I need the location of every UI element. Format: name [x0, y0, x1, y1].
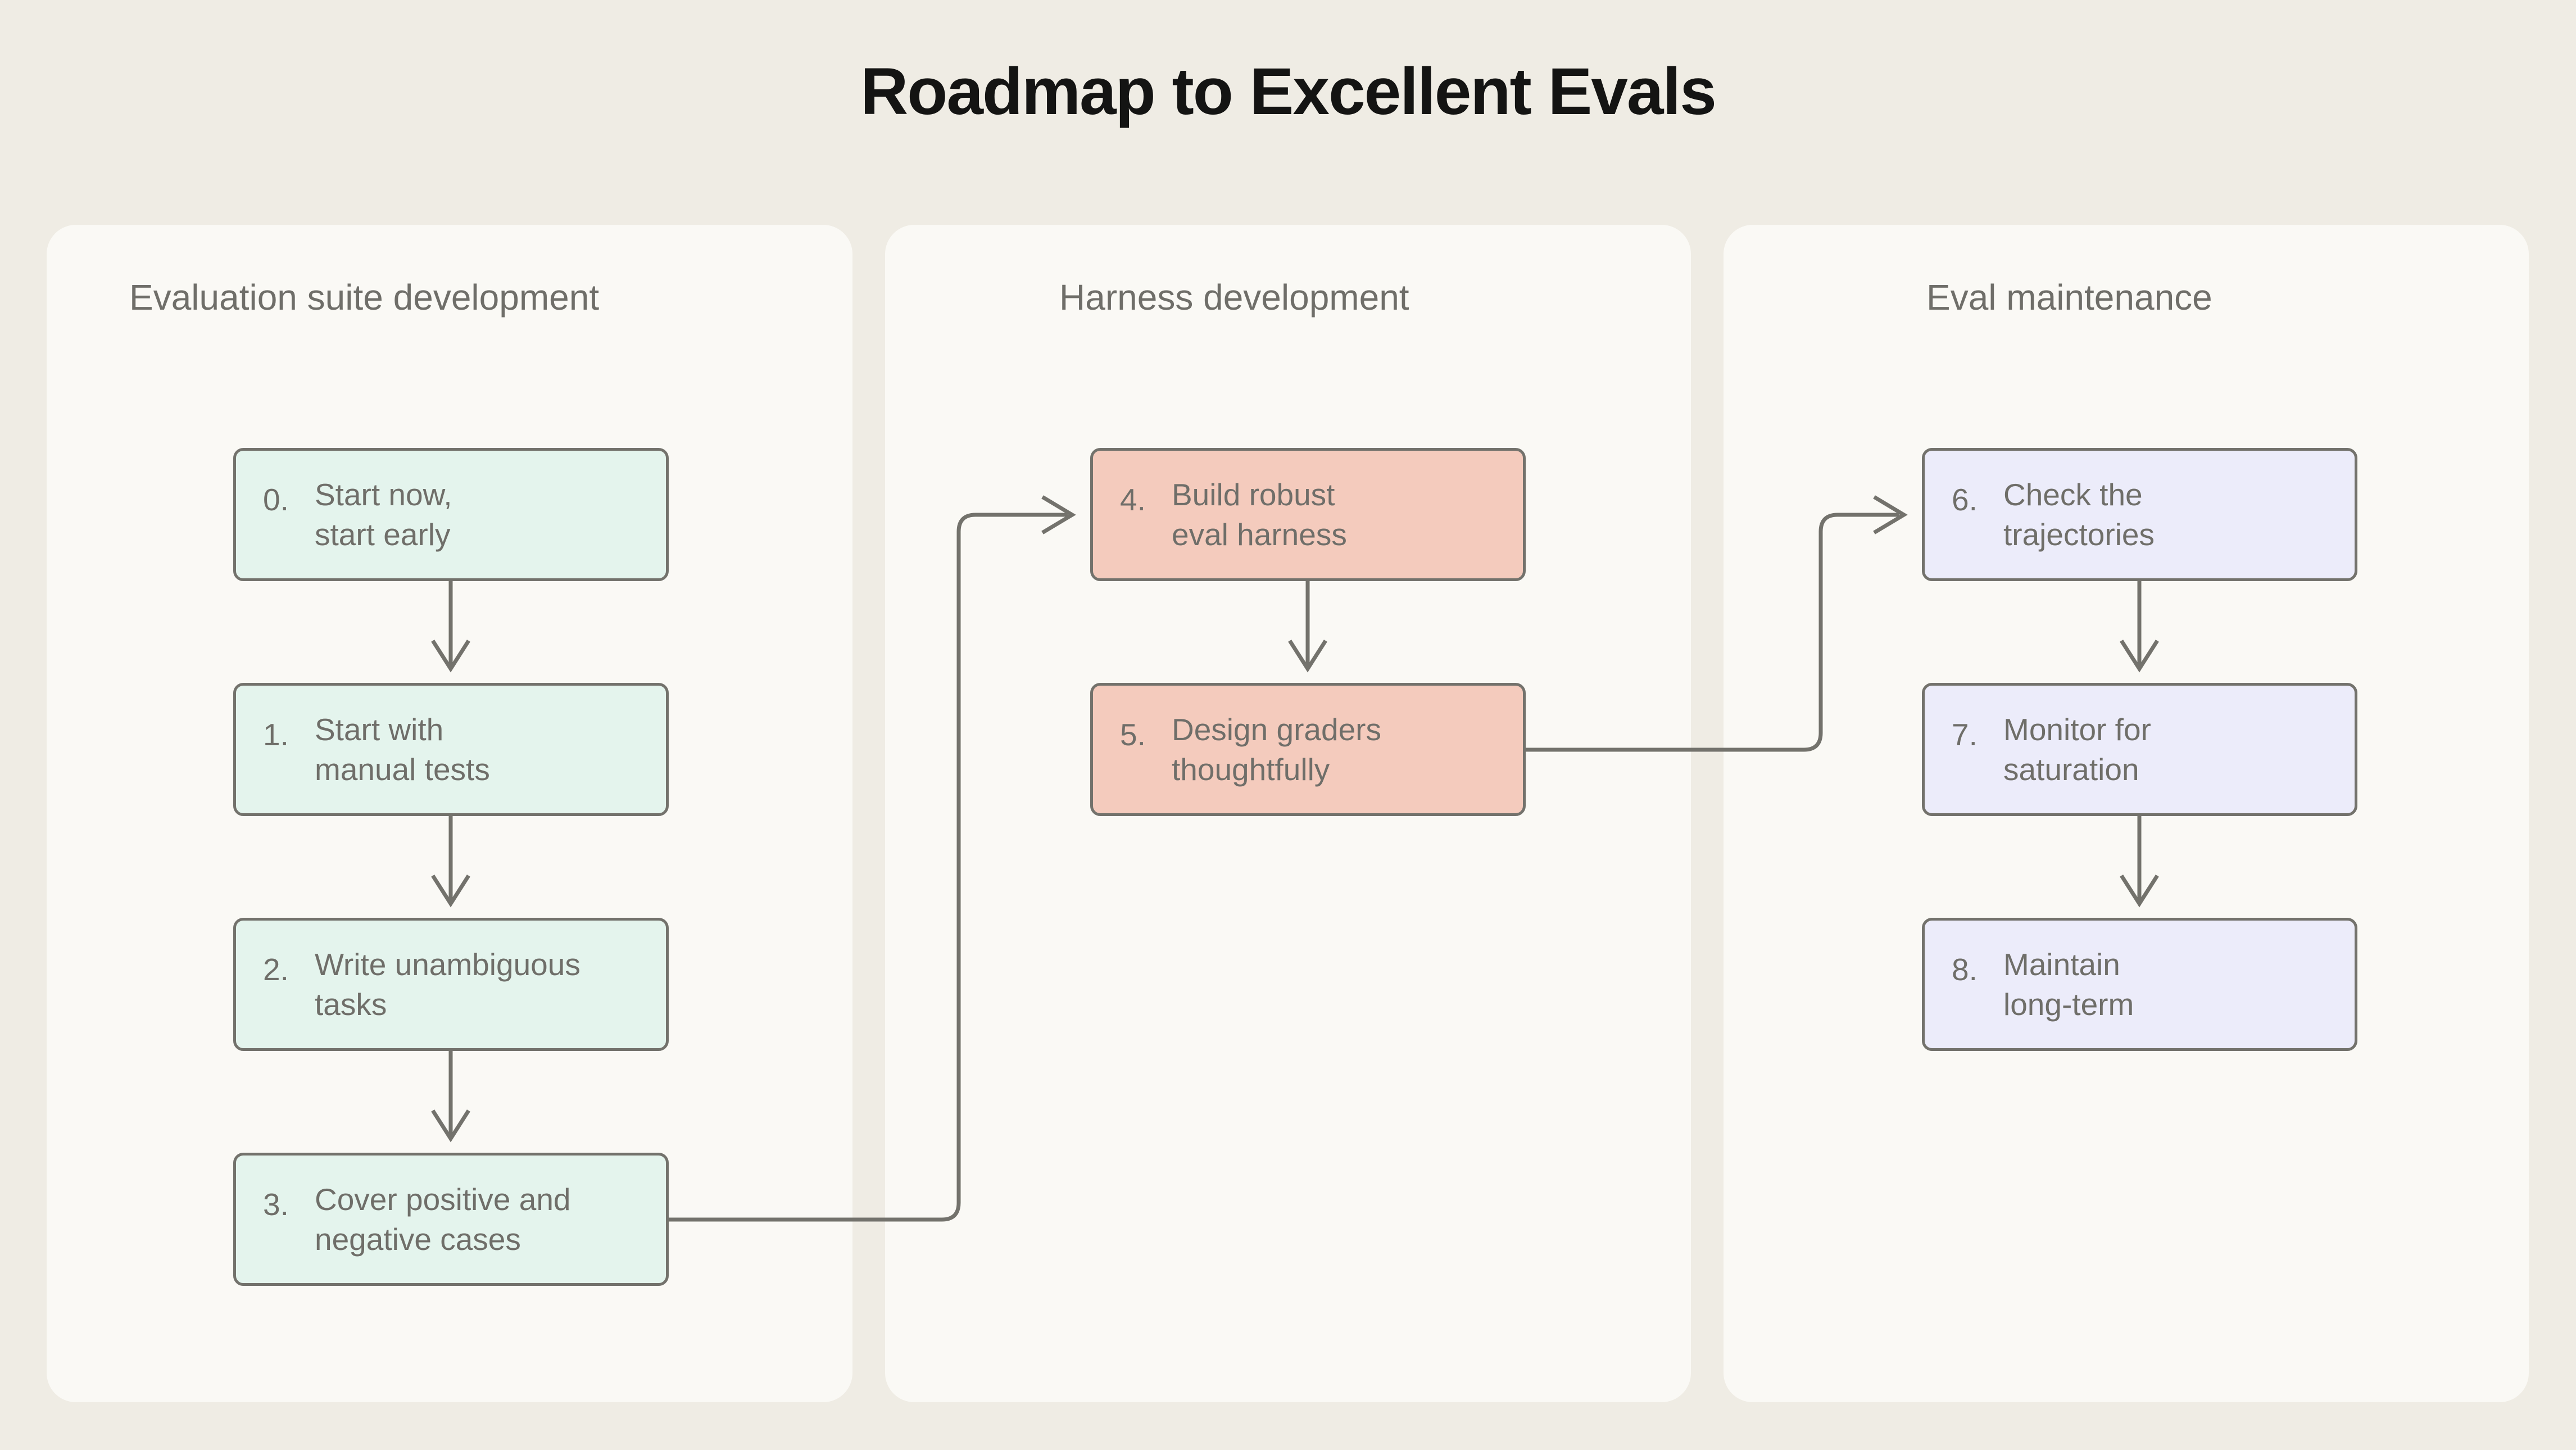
- step-label-6: Check the trajectories: [2003, 477, 2155, 552]
- step-box-3[interactable]: 3. Cover positive and negative cases: [233, 1153, 669, 1286]
- step-label-1: Start with manual tests: [315, 712, 490, 787]
- step-number-7: 7.: [1952, 717, 1978, 752]
- step-box-7[interactable]: 7. Monitor for saturation: [1922, 683, 2357, 816]
- step-box-1[interactable]: 1. Start with manual tests: [233, 683, 669, 816]
- step-number-4: 4.: [1120, 482, 1146, 517]
- step-box-6[interactable]: 6. Check the trajectories: [1922, 448, 2357, 581]
- step-number-0: 0.: [263, 482, 289, 517]
- step-number-1: 1.: [263, 717, 289, 752]
- page-title: Roadmap to Excellent Evals: [860, 55, 1717, 129]
- step-number-6: 6.: [1952, 482, 1978, 517]
- step-label-7: Monitor for saturation: [2003, 712, 2151, 787]
- step-box-0[interactable]: 0. Start now, start early: [233, 448, 669, 581]
- step-box-4[interactable]: 4. Build robust eval harness: [1090, 448, 1526, 581]
- step-box-8[interactable]: 8. Maintain long-term: [1922, 918, 2357, 1051]
- step-number-5: 5.: [1120, 717, 1146, 752]
- step-label-0: Start now, start early: [315, 477, 452, 552]
- step-label-5: Design graders thoughtfully: [1172, 712, 1381, 787]
- panel-title-harness-development: Harness development: [1059, 277, 1409, 318]
- step-box-2[interactable]: 2. Write unambiguous tasks: [233, 918, 669, 1051]
- step-label-2: Write unambiguous tasks: [315, 947, 580, 1022]
- step-number-8: 8.: [1952, 952, 1978, 987]
- step-label-8: Maintain long-term: [2003, 947, 2134, 1022]
- step-label-3: Cover positive and negative cases: [315, 1182, 571, 1257]
- panel-title-eval-maintenance: Eval maintenance: [1926, 277, 2212, 318]
- step-number-3: 3.: [263, 1187, 289, 1222]
- step-box-5[interactable]: 5. Design graders thoughtfully: [1090, 683, 1526, 816]
- step-label-4: Build robust eval harness: [1172, 477, 1347, 552]
- step-number-2: 2.: [263, 952, 289, 987]
- panel-title-evaluation-suite-development: Evaluation suite development: [129, 277, 600, 318]
